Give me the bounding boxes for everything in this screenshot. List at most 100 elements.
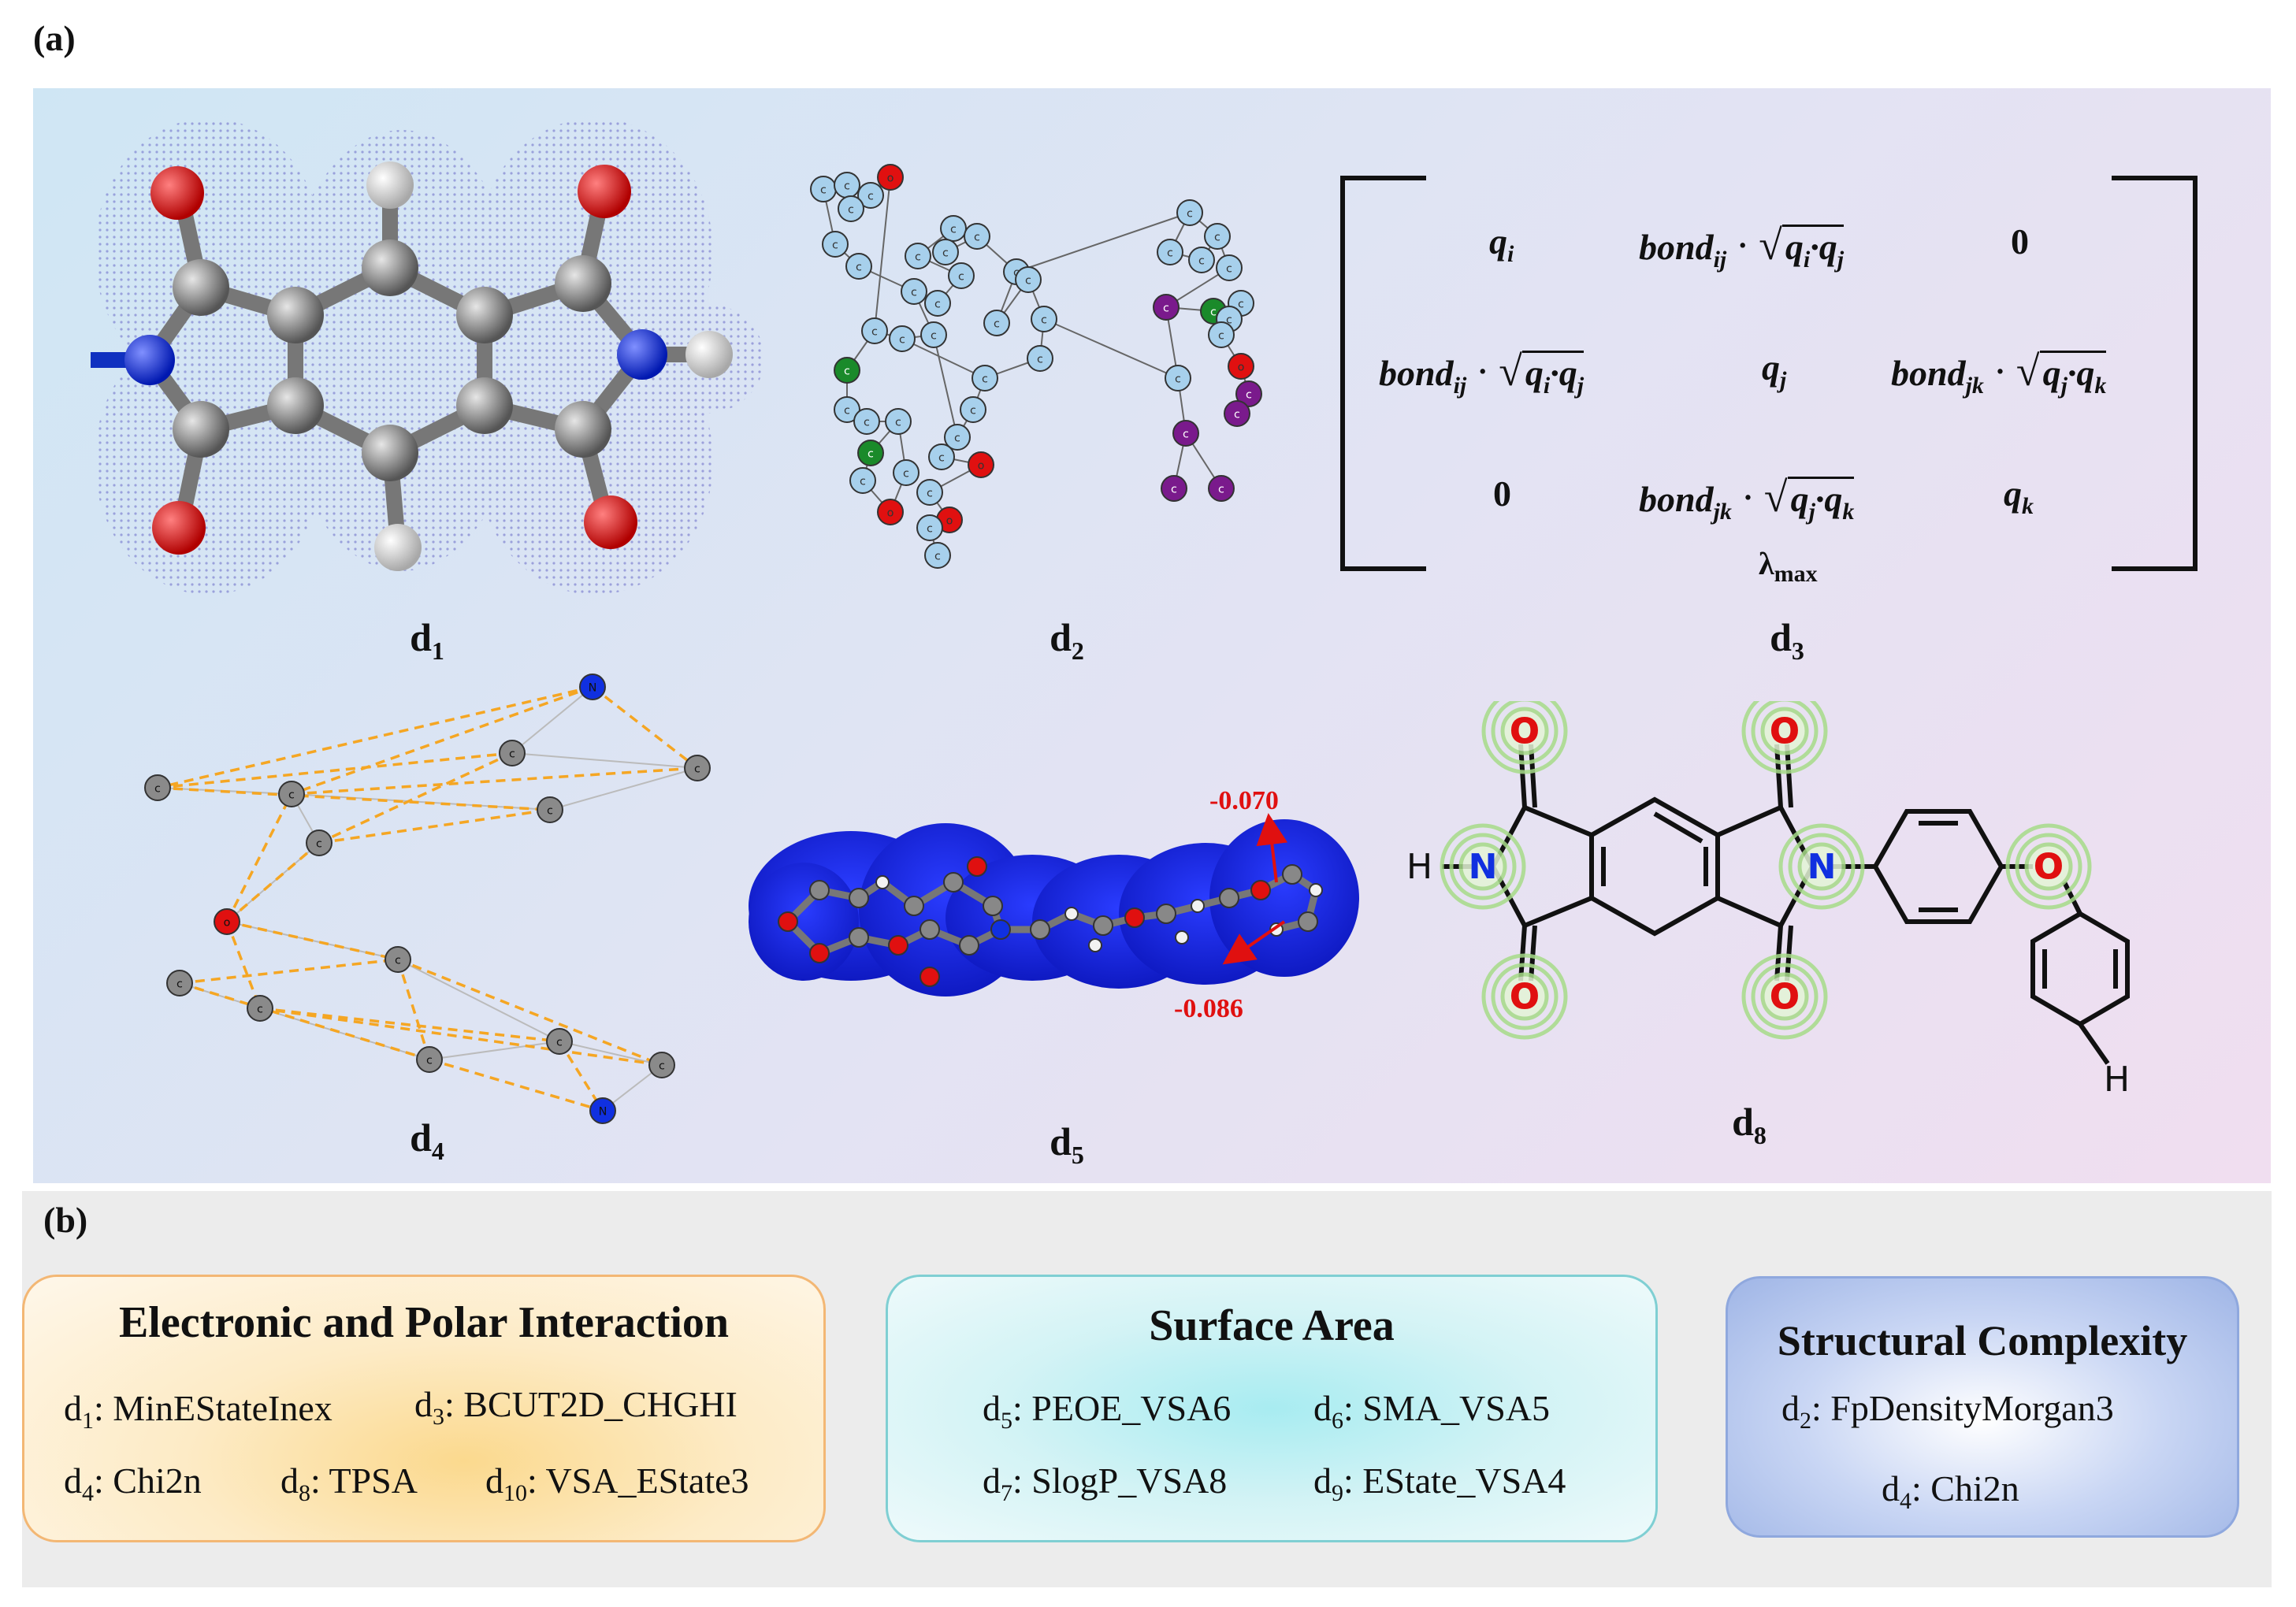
d3-cell-r1c1: qi xyxy=(1489,221,1514,268)
d3-cell-r2c2: qj xyxy=(1762,347,1787,394)
d2-atom: c xyxy=(885,408,912,435)
d2-atom: c xyxy=(920,321,947,348)
d5-atom xyxy=(809,943,830,963)
d4-dashed-link xyxy=(291,766,698,796)
d3-cell-r2c1: bondij · √qi·qj xyxy=(1379,347,1585,399)
card-electronic-polar-title: Electronic and Polar Interaction xyxy=(118,1298,730,1347)
svg-text:c: c xyxy=(154,783,161,796)
d3-label: d3 xyxy=(1770,615,1804,665)
svg-text:c: c xyxy=(1041,314,1047,327)
d2-atom: c xyxy=(1153,294,1180,321)
d4-dashed-link xyxy=(225,921,262,1009)
svg-text:c: c xyxy=(509,748,515,761)
d4-dashed-link xyxy=(225,793,293,922)
d4-atom: N xyxy=(579,674,606,700)
svg-text:c: c xyxy=(426,1055,433,1067)
d4-dashed-link xyxy=(397,958,663,1067)
d2-atom: c xyxy=(964,223,990,250)
svg-text:c: c xyxy=(856,262,862,274)
d8-atom-O: O xyxy=(1741,701,1828,774)
svg-text:c: c xyxy=(1171,484,1177,496)
svg-text:o: o xyxy=(224,917,231,930)
svg-text:c: c xyxy=(1037,354,1043,366)
d4-atom: c xyxy=(166,970,193,996)
d2-bond xyxy=(933,334,958,438)
d1-molecule-diagram xyxy=(91,118,764,595)
d3-lambda-max: λmax xyxy=(1759,546,1818,587)
panel-a-tag: (a) xyxy=(33,18,76,58)
d5-electrostatic-surface xyxy=(749,813,1359,996)
d2-atom: c xyxy=(1176,199,1203,226)
d5-atom xyxy=(990,919,1011,940)
svg-text:c: c xyxy=(931,330,937,343)
svg-text:c: c xyxy=(860,476,866,488)
d8-atom-O: O xyxy=(1481,701,1568,774)
svg-text:c: c xyxy=(958,271,964,284)
d4-dashed-link xyxy=(157,752,513,789)
svg-text:c: c xyxy=(848,204,854,217)
d2-atom: c xyxy=(861,317,888,344)
svg-text:c: c xyxy=(1187,208,1193,221)
d4-atom: c xyxy=(278,781,305,807)
svg-text:c: c xyxy=(844,180,850,193)
d2-atom: c xyxy=(960,396,986,423)
d4-atom: c xyxy=(385,946,411,973)
svg-text:c: c xyxy=(1226,263,1232,276)
d5-atom xyxy=(1309,883,1323,897)
panel-b-tag: (b) xyxy=(43,1200,88,1240)
d5-atom xyxy=(904,896,924,916)
d4-atom: N xyxy=(589,1097,616,1124)
d2-atom: c xyxy=(1224,400,1250,427)
d4-bond xyxy=(429,1041,560,1060)
d8-h-left: H xyxy=(1406,847,1432,887)
svg-text:c: c xyxy=(938,452,945,465)
svg-text:N: N xyxy=(599,1106,607,1119)
d2-atom: c xyxy=(857,182,884,209)
svg-text:c: c xyxy=(832,239,838,252)
svg-text:c: c xyxy=(659,1060,665,1073)
descriptor-d5: d5: PEOE_VSA6 xyxy=(983,1388,1232,1434)
svg-text:N: N xyxy=(1469,847,1498,887)
d2-atom: c xyxy=(928,444,955,470)
svg-text:c: c xyxy=(994,318,1000,331)
svg-text:o: o xyxy=(887,173,894,185)
svg-text:c: c xyxy=(868,191,874,203)
svg-text:c: c xyxy=(547,805,553,818)
d4-dashed-link xyxy=(259,1007,560,1043)
svg-text:O: O xyxy=(1510,711,1539,752)
descriptor-d9: d9: EState_VSA4 xyxy=(1313,1460,1566,1507)
d2-atom: c xyxy=(1027,345,1053,372)
d2-atom: o xyxy=(877,164,904,191)
svg-text:c: c xyxy=(868,448,874,461)
svg-text:c: c xyxy=(1238,299,1244,311)
d3-cell-r3c3: qk xyxy=(2004,473,2034,520)
d4-atom: c xyxy=(306,829,333,856)
d2-bond xyxy=(1016,212,1191,273)
svg-text:c: c xyxy=(1214,232,1220,244)
svg-text:c: c xyxy=(1210,306,1217,319)
svg-text:c: c xyxy=(934,551,941,563)
d2-atom: o xyxy=(877,499,904,525)
d4-dashed-link xyxy=(318,752,513,844)
d2-atom: c xyxy=(1161,475,1187,502)
d2-atom: o xyxy=(1228,353,1254,380)
d3-cell-r3c1: 0 xyxy=(1493,473,1511,514)
d4-atom: c xyxy=(537,796,563,823)
d4-atom: c xyxy=(684,755,711,781)
d4-atom: c xyxy=(546,1028,573,1055)
svg-text:c: c xyxy=(395,955,401,967)
descriptor-d7: d7: SlogP_VSA8 xyxy=(983,1460,1228,1507)
d2-atom: c xyxy=(834,172,860,199)
svg-text:c: c xyxy=(903,468,909,481)
d3-cell-r3c2: bondjk · √qj·qk xyxy=(1639,473,1855,525)
d8-label: d8 xyxy=(1732,1100,1767,1149)
d2-atom: c xyxy=(1208,475,1235,502)
d5-atom xyxy=(1191,899,1205,913)
d4-atom: c xyxy=(247,995,273,1022)
d2-atom: c xyxy=(972,365,998,392)
d4-atom: c xyxy=(648,1052,675,1078)
d3-cell-r1c2: bondij · √qi·qj xyxy=(1639,221,1845,273)
d2-atom: c xyxy=(1216,254,1243,281)
